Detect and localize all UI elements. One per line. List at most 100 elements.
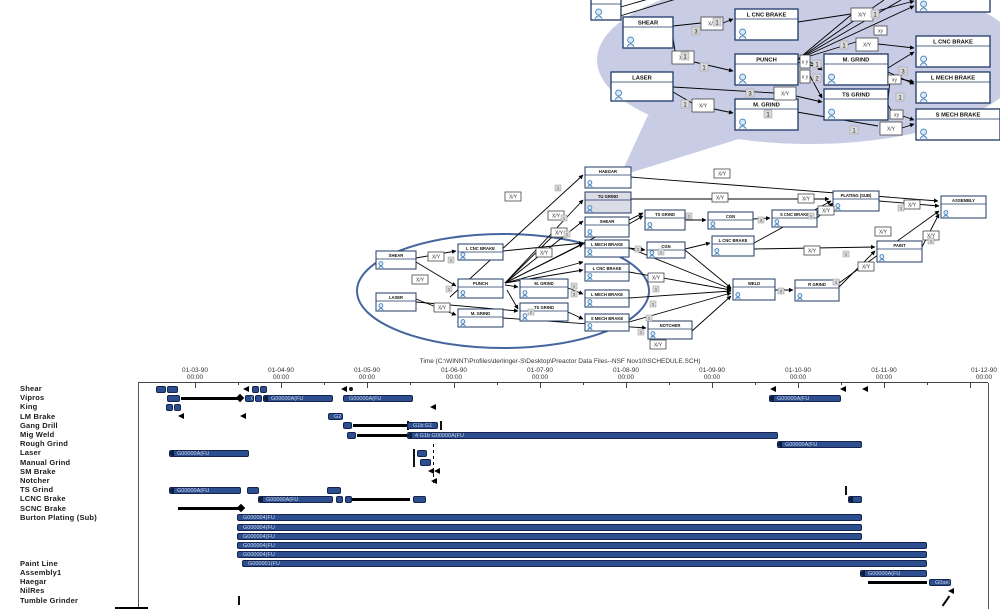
gantt-bar: G2 — [328, 413, 343, 421]
flow-connector — [628, 271, 732, 292]
gantt-bar: G00000A(FU — [343, 394, 413, 402]
branch-count-chip: 1 — [870, 9, 880, 19]
operator-icon — [739, 28, 746, 36]
xy-router-frame — [535, 247, 553, 258]
xy-router-frame — [803, 245, 821, 256]
operator-icon — [587, 209, 593, 213]
xy-router-frame — [411, 274, 429, 285]
chip-value: 1 — [845, 252, 848, 257]
branch-count-chip: 2 — [527, 308, 535, 316]
operator-icon — [735, 296, 741, 300]
constraint-line — [868, 580, 927, 584]
branch-count-chip: 3 — [757, 216, 765, 224]
xy-router-box: xy — [889, 109, 904, 120]
gantt-bar: G4 — [245, 394, 254, 402]
chip-frame — [634, 245, 642, 253]
process-box: L CNC BRAKE — [584, 263, 630, 282]
process-box-label: L CNC BRAKE — [747, 13, 787, 19]
milestone-marker — [770, 385, 776, 392]
gantt-bar — [848, 495, 862, 503]
operator-icon — [879, 254, 885, 259]
process-box: L MECH BRAKE — [915, 71, 991, 104]
process-box: TS GRIND — [644, 209, 686, 231]
flow-connector — [628, 247, 732, 290]
flow-connector — [504, 199, 584, 284]
axis-major-tick — [626, 382, 627, 388]
xy-router-frame — [857, 261, 875, 272]
gantt-bar — [166, 403, 173, 411]
process-box-frame — [915, 35, 991, 68]
operator-icon — [587, 253, 593, 257]
operator-icon — [827, 80, 836, 84]
process-box: L CNC BRAKE — [457, 243, 504, 261]
branch-count-chip: 1 — [680, 99, 690, 109]
flow-connector — [504, 232, 557, 284]
branch-count-chip: 3 — [570, 290, 578, 298]
xy-router-frame — [504, 191, 522, 202]
gantt-row-label: Notcher — [20, 476, 50, 485]
xy-router-frame — [817, 205, 835, 216]
xy-router-box: x y — [799, 54, 811, 69]
process-box-frame — [375, 292, 417, 312]
operator-icon — [710, 221, 716, 226]
chip-frame — [898, 66, 908, 76]
process-box-frame — [732, 278, 776, 301]
process-box-label: PLATING (SUB) — [841, 193, 872, 198]
chip-value: 1 — [766, 113, 770, 119]
date-value: 01-12-90 — [970, 367, 998, 374]
operator-icon — [943, 214, 949, 218]
gantt-bar — [156, 385, 166, 393]
process-box-label: SHEAR — [638, 21, 659, 27]
branch-count-chip: 1 — [699, 62, 709, 72]
operator-icon — [835, 203, 841, 208]
branch-count-chip: 2 — [777, 287, 785, 295]
process-box-frame — [584, 166, 632, 189]
operator-icon — [378, 265, 384, 269]
chip-value: 1 — [450, 258, 453, 263]
gantt-row-label: Assembly1 — [20, 568, 62, 577]
chip-frame — [807, 212, 815, 220]
date-value: 01-10-90 — [784, 367, 812, 374]
chip-frame — [757, 216, 765, 224]
branch-count-chip: 1 — [645, 314, 653, 322]
branch-count-chip: 1 — [685, 212, 693, 220]
time-value: 00:00 — [531, 374, 549, 382]
time-value: 00:00 — [272, 374, 290, 382]
gantt-row-label: SM Brake — [20, 466, 56, 476]
process-box-label: TS GRIND — [534, 305, 554, 310]
process-box: CGN — [707, 211, 754, 230]
operator-icon — [650, 335, 656, 339]
bar-end-cap — [861, 570, 865, 576]
bar-end-cap — [264, 395, 268, 401]
schedule-slash — [941, 595, 951, 607]
chip-frame — [842, 250, 850, 258]
gantt-bar: G00000A(FU — [169, 486, 241, 494]
branch-count-chip: 1 — [832, 278, 840, 286]
xy-router-label: xy — [878, 28, 884, 34]
gantt-bar — [252, 385, 259, 393]
gantt-row-label: Shear — [20, 384, 42, 393]
process-box: M. GRIND — [734, 98, 799, 131]
gantt-bar: 4 G1b G00000A(FU — [407, 431, 778, 439]
process-box-frame — [711, 235, 755, 257]
process-box-label: L MECH BRAKE — [931, 76, 975, 82]
chip-frame — [870, 9, 880, 19]
xy-router-box: xy — [887, 74, 902, 85]
flow-connector — [502, 241, 584, 252]
operator-icon — [587, 229, 593, 234]
chip-frame — [685, 212, 693, 220]
operator-icon — [647, 222, 653, 227]
chip-frame — [812, 73, 822, 83]
gantt-bar — [413, 495, 426, 503]
chip-frame — [927, 237, 935, 245]
chip-frame — [527, 308, 535, 316]
xy-router-label: X/Y — [858, 12, 867, 18]
operator-icon — [460, 252, 466, 257]
axis-major-tick — [712, 382, 713, 388]
branch-count-chip: 1 — [763, 109, 773, 119]
gantt-row-label: Burton Plating (Sub) — [20, 512, 97, 522]
xy-router-box: X/Y — [504, 191, 522, 202]
chip-value: 1 — [637, 247, 640, 252]
